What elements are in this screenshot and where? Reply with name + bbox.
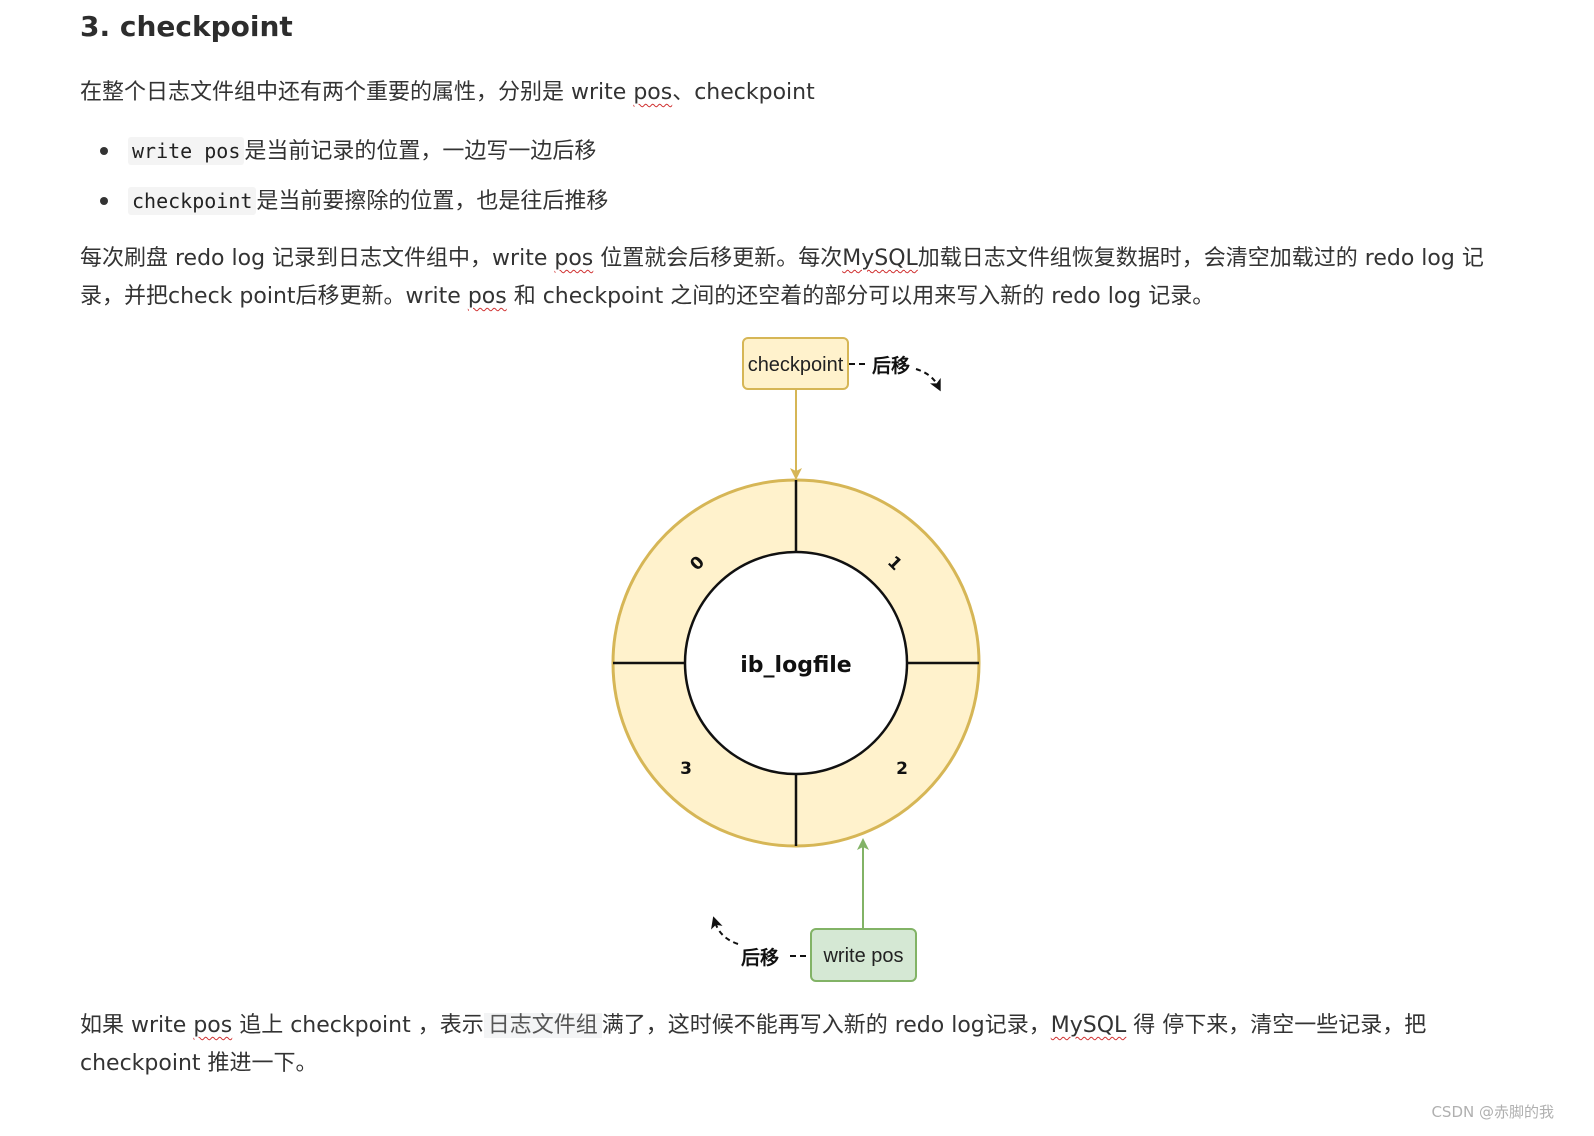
p2-part1: 每次刷盘 redo log 记录到日志文件组中，write: [80, 246, 555, 271]
code-checkpoint: checkpoint: [128, 187, 257, 215]
p3-part3: 满了，这时候不能再写入新的 redo log记录，: [601, 1013, 1051, 1038]
intro-paragraph: 在整个日志文件组中还有两个重要的属性，分别是 write pos、checkpo…: [80, 74, 815, 112]
bullet-text-write-pos: 是当前记录的位置，一边写一边后移: [244, 139, 597, 164]
intro-text-before: 在整个日志文件组中还有两个重要的属性，分别是 write: [80, 80, 634, 105]
p3-pos-word: pos: [193, 1013, 233, 1038]
conclusion-paragraph: 如果 write pos 追上 checkpoint ，表示日志文件组满了，这时…: [80, 1007, 1500, 1083]
intro-text-after: 、checkpoint: [672, 80, 815, 105]
p3-mysql-word: MySQL: [1050, 1013, 1127, 1038]
ring-center-label: ib_logfile: [740, 653, 851, 678]
bullet-text-checkpoint: 是当前要擦除的位置，也是往后推移: [256, 189, 609, 214]
p2-part2: 位置就会后移更新。每次: [593, 246, 843, 271]
p2-pos-word-2: pos: [467, 284, 507, 309]
p3-part2: 追上 checkpoint ，表示: [232, 1013, 484, 1038]
checkpoint-pointer: checkpoint 后移: [742, 337, 941, 480]
p2-part3: 加载日志文件组恢复数据时，会清空加载过的 redo log 记录，并把check…: [80, 246, 1484, 309]
p2-mysql-word: MySQL: [842, 246, 918, 271]
bullet-dot: [100, 197, 108, 205]
section-title: 3. checkpoint: [80, 10, 293, 43]
writepos-pointer: write pos 后移: [711, 838, 917, 982]
p3-part4: 得 停下来，清空一些记录，把 checkpoint 推进一下。: [80, 1013, 1427, 1076]
intro-pos-word: pos: [633, 80, 673, 105]
segment-label-3: 3: [680, 759, 692, 779]
p2-part4: 和 checkpoint 之间的还空着的部分可以用来写入新的 redo log …: [506, 284, 1215, 309]
bullet-dot: [100, 147, 108, 155]
csdn-watermark: CSDN @赤脚的我: [1431, 1103, 1554, 1121]
p3-logfile-group-chip: 日志文件组: [483, 1013, 602, 1038]
code-write-pos: write pos: [128, 137, 245, 165]
p2-pos-word-1: pos: [554, 246, 594, 271]
writepos-move-arrow: [711, 916, 739, 945]
writepos-box-label: write pos: [822, 945, 903, 967]
checkpoint-move-label: 后移: [872, 354, 910, 377]
segment-label-2: 2: [896, 759, 908, 779]
checkpoint-box-label: checkpoint: [748, 354, 844, 376]
explanation-paragraph: 每次刷盘 redo log 记录到日志文件组中，write pos 位置就会后移…: [80, 240, 1500, 316]
writepos-move-label: 后移: [741, 946, 779, 969]
p3-part1: 如果 write: [80, 1013, 194, 1038]
checkpoint-move-arrow: [915, 368, 941, 392]
